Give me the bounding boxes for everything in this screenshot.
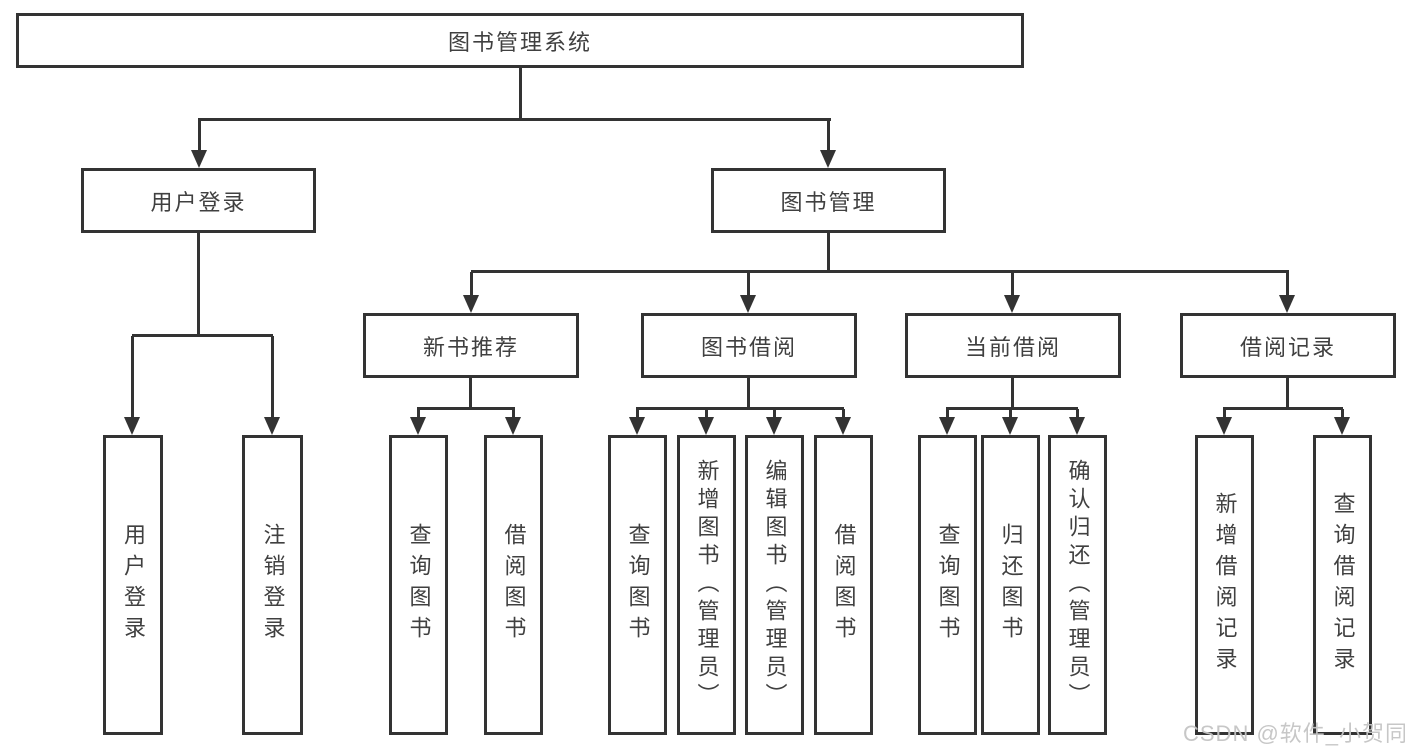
arrow-down-icon [1069,417,1085,435]
node-label: 用户登录 [150,189,247,215]
leaf-query-books-recommend: 查询图书 [389,435,448,735]
connector-line [636,407,844,410]
node-label: 借阅图书 [501,523,527,647]
node-label: 编辑图书（管理员） [762,459,788,711]
connector-line [131,336,134,419]
leaf-add-books-admin: 新增图书（管理员） [677,435,736,735]
connector-line [417,409,420,419]
node-label: 新增借阅记录 [1212,492,1238,678]
connector-line [1286,378,1289,410]
connector-line [198,118,831,121]
connector-line [636,409,639,419]
connector-line [946,409,949,419]
leaf-logout: 注销登录 [242,435,303,735]
connector-line [1011,272,1014,297]
node-label: 借阅图书 [831,523,857,647]
node-borrowing-records: 借阅记录 [1180,313,1396,378]
connector-line [1341,409,1344,419]
leaf-add-borrow-record: 新增借阅记录 [1195,435,1254,735]
node-user-login: 用户登录 [81,168,316,233]
arrow-down-icon [629,417,645,435]
node-label: 查询图书 [935,523,961,647]
node-label: 新书推荐 [422,334,519,360]
connector-line [842,409,845,419]
arrow-down-icon [505,417,521,435]
leaf-edit-books-admin: 编辑图书（管理员） [745,435,804,735]
arrow-down-icon [1004,295,1020,313]
connector-line [271,336,274,419]
leaf-query-books-current: 查询图书 [918,435,977,735]
connector-line [519,68,522,118]
leaf-query-books-borrowing: 查询图书 [608,435,667,735]
arrow-down-icon [463,295,479,313]
connector-line [946,407,1078,410]
arrow-down-icon [939,417,955,435]
arrow-down-icon [766,417,782,435]
arrow-down-icon [1216,417,1232,435]
connector-line [197,233,200,336]
leaf-confirm-return-admin: 确认归还（管理员） [1048,435,1107,735]
connector-line [1076,409,1079,419]
node-new-book-recommendation: 新书推荐 [363,313,579,378]
arrow-down-icon [264,417,280,435]
node-book-management: 图书管理 [711,168,946,233]
node-label: 图书管理 [780,189,877,215]
arrow-down-icon [1002,417,1018,435]
node-book-borrowing: 图书借阅 [641,313,857,378]
connector-line [827,121,830,151]
connector-line [1223,409,1226,419]
connector-line [132,334,273,337]
watermark: CSDN @软件_小贺同学 [1183,721,1405,746]
connector-line [1009,409,1012,419]
connector-line [471,270,1289,273]
node-label: 用户登录 [121,523,146,647]
connector-line [198,121,201,151]
arrow-down-icon [410,417,426,435]
node-current-borrowing: 当前借阅 [905,313,1121,378]
connector-line [469,378,472,410]
node-label: 图书借阅 [700,334,797,360]
node-label: 查询借阅记录 [1330,492,1356,678]
leaf-query-borrow-record: 查询借阅记录 [1313,435,1372,735]
connector-line [1286,272,1289,297]
node-label: 新增图书（管理员） [694,459,720,711]
connector-line [773,409,776,419]
connector-line [470,272,473,297]
leaf-borrow-books-recommend: 借阅图书 [484,435,543,735]
arrow-down-icon [820,150,836,168]
arrow-down-icon [1334,417,1350,435]
leaf-user-login: 用户登录 [103,435,163,735]
arrow-down-icon [124,417,140,435]
leaf-borrow-books-borrowing: 借阅图书 [814,435,873,735]
node-label: 当前借阅 [964,334,1061,360]
node-library-management-system: 图书管理系统 [16,13,1024,68]
connector-line [747,378,750,410]
arrow-down-icon [191,150,207,168]
connector-line [827,233,830,273]
node-label: 注销登录 [260,523,286,647]
leaf-return-books: 归还图书 [981,435,1040,735]
node-label: 借阅记录 [1239,334,1336,360]
connector-line [417,407,515,410]
node-label: 图书管理系统 [447,29,592,55]
arrow-down-icon [740,295,756,313]
node-label: 查询图书 [406,523,432,647]
connector-line [1223,407,1343,410]
arrow-down-icon [835,417,851,435]
connector-line [747,272,750,297]
node-label: 查询图书 [625,523,651,647]
connector-line [1011,378,1014,410]
arrow-down-icon [1279,295,1295,313]
arrow-down-icon [698,417,714,435]
node-label: 归还图书 [998,523,1024,647]
connector-line [705,409,708,419]
connector-line [512,409,515,419]
node-label: 确认归还（管理员） [1065,459,1091,711]
